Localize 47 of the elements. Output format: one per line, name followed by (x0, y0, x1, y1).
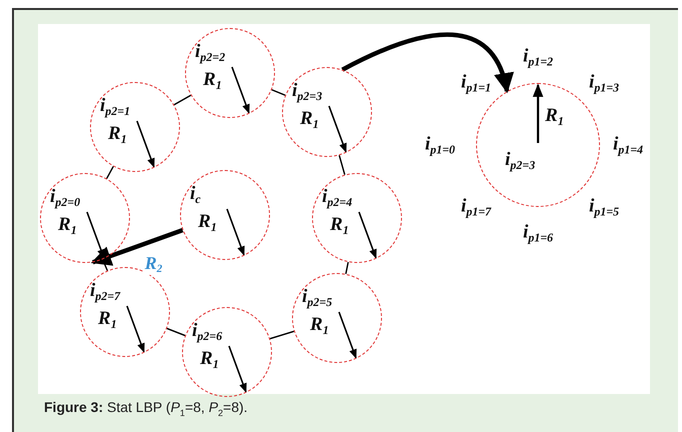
neighbor-label: i$_{p1=7}$ (460, 196, 492, 218)
neighbor-label: i$_{p1=6}$ (522, 222, 554, 244)
arrow (90, 228, 184, 266)
dashed-circle (90, 82, 180, 172)
pixel-label: i$_{p2=1}$ (100, 96, 130, 117)
pixel-label: i$_{p2=3}$ (292, 81, 322, 102)
radius-label: R$_{1}$ (310, 315, 329, 336)
pixel-label: i$_{p2=0}$ (50, 187, 80, 208)
neighbor-label: i$_{p1=4}$ (612, 134, 644, 156)
neighbor-label: i$_{p1=3}$ (588, 72, 620, 94)
connector-line (166, 328, 186, 336)
dashed-circle (282, 67, 372, 157)
radius-label: R$_{1}$ (58, 215, 77, 236)
pixel-label: i$_{p2=2}$ (195, 42, 226, 63)
radius-label: R$_{1}$ (203, 70, 222, 91)
pixel-label: i$_{p2=3}$ (505, 150, 536, 171)
pixel-label: i$_{p2=7}$ (90, 281, 120, 302)
radius-label: R$_{1}$ (545, 106, 564, 127)
radius-label: R$_{1}$ (98, 309, 117, 330)
neighbor-label: i$_{p1=1}$ (460, 72, 492, 94)
radius-label: R$_{1}$ (330, 215, 349, 236)
figure-caption: Figure 3: Stat LBP (P$_{1}$=8, P$_{2}$=8). (44, 399, 248, 418)
connector-line (106, 166, 114, 179)
arrow (341, 32, 513, 94)
radius-label: R$_{1}$ (200, 349, 219, 370)
neighbor-label: i$_{p1=2}$ (522, 46, 554, 68)
dashed-circle (40, 173, 130, 263)
connector-line (174, 94, 192, 106)
radius-label: R$_{1}$ (300, 109, 319, 130)
dashed-circle (292, 273, 382, 363)
dashed-circle (180, 170, 270, 260)
dashed-circle (312, 173, 402, 263)
connector-line (345, 262, 349, 274)
dashed-circle (182, 307, 272, 397)
pixel-label: i$_{p2=5}$ (302, 287, 332, 308)
neighbor-label: i$_{p1=0}$ (424, 134, 456, 156)
connector-line (271, 89, 286, 96)
radius-label: R$_{1}$ (198, 212, 217, 233)
edge-label: R$_{2}$ (142, 254, 164, 276)
connector-line (338, 155, 346, 175)
dashed-circle (185, 28, 275, 118)
neighbor-label: i$_{p1=5}$ (588, 196, 620, 218)
connector-line (270, 330, 294, 340)
pixel-label: i$_{c}$ (190, 184, 201, 205)
pixel-label: i$_{p2=4}$ (322, 187, 352, 208)
pixel-label: i$_{p2=6}$ (192, 321, 222, 342)
radius-label: R$_{1}$ (108, 124, 127, 145)
